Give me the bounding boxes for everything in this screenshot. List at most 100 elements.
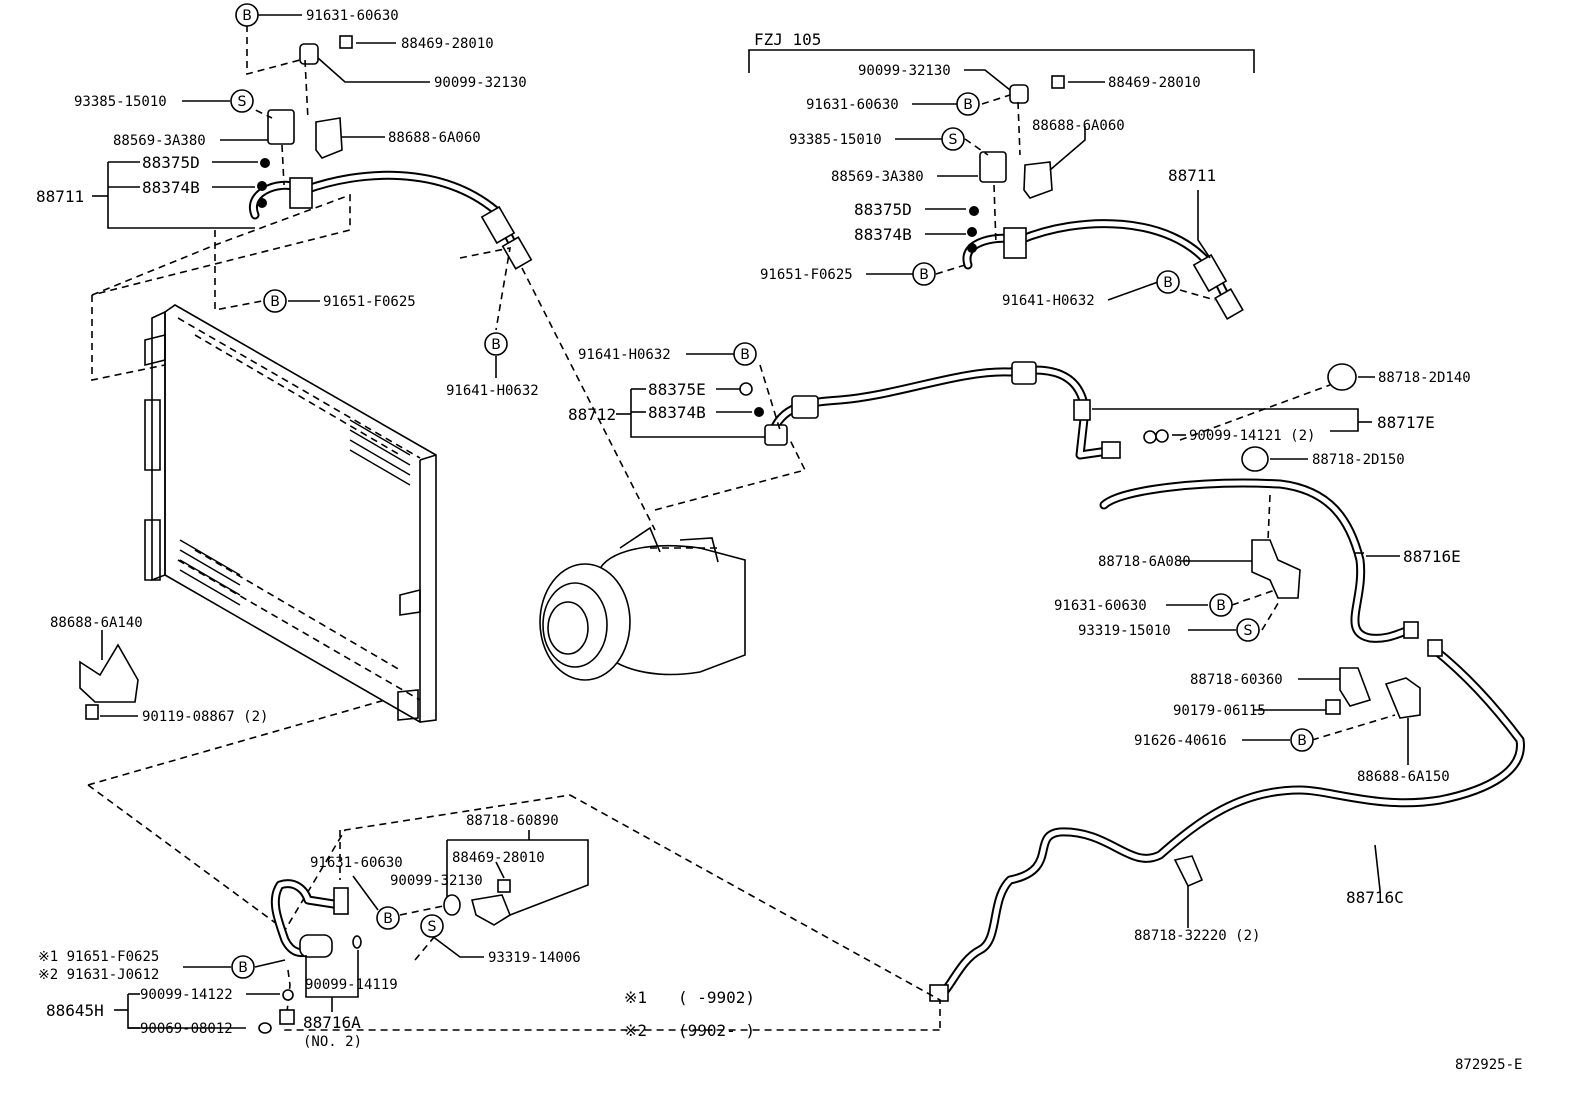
part-label: 91651-F0625 (323, 294, 416, 310)
part-label: 88718-32220 (2) (1134, 928, 1260, 944)
svg-text:S: S (949, 132, 958, 148)
part-label: 88469-28010 (1108, 75, 1201, 91)
part-label: 91631-60630 (806, 97, 899, 113)
b-marker-icon (376, 906, 400, 930)
part-label: 88716C (1346, 888, 1404, 907)
switch-icon (279, 1009, 295, 1025)
b-marker-icon (1156, 270, 1180, 294)
b-marker-icon (235, 3, 259, 27)
part-label: 88469-28010 (452, 850, 545, 866)
bottom-left-pipe-group: B S B 88718-60890 88469-28010 91631-6063… (38, 699, 941, 1050)
svg-text:B: B (1297, 733, 1307, 749)
svg-text:B: B (491, 337, 501, 353)
part-label: 90069-08012 (140, 1021, 233, 1037)
bolt-icon (1051, 75, 1065, 89)
clamp-icon (1339, 667, 1372, 707)
bolt-icon (1325, 699, 1341, 715)
part-label: 91641-H0632 (446, 383, 539, 399)
part-label: 93385-15010 (74, 94, 167, 110)
s-marker-icon (1236, 618, 1260, 642)
part-label: 91626-40616 (1134, 733, 1227, 749)
bolt-icon (339, 35, 353, 49)
svg-text:S: S (428, 919, 437, 935)
nut-icon (1327, 363, 1357, 391)
part-label: 91651-F0625 (760, 267, 853, 283)
part-label: 88688-6A060 (1032, 118, 1125, 134)
part-label: 88569-3A380 (831, 169, 924, 185)
cushion-icon (1009, 84, 1029, 104)
part-label: 91641-H0632 (578, 347, 671, 363)
fzj-105-group: FZJ 105 B S B (748, 30, 1255, 320)
part-label: 90099-32130 (858, 63, 951, 79)
part-label: 88688-6A150 (1357, 769, 1450, 785)
part-label: 88717E (1377, 413, 1435, 432)
part-label: 88718-60890 (466, 813, 559, 829)
b-marker-icon (1290, 728, 1314, 752)
b-marker-icon (1209, 593, 1233, 617)
part-label: 90099-14122 (140, 987, 233, 1003)
part-label: 88569-3A380 (113, 133, 206, 149)
b-marker-icon (263, 289, 287, 313)
condenser: 88688-6A140 90119-08867 (2) (50, 304, 437, 725)
o-ring-icon (1143, 430, 1157, 444)
part-label: 88688-6A060 (388, 130, 481, 146)
o-ring-icon (257, 181, 267, 191)
svg-text:B: B (270, 294, 280, 310)
bolt-icon (85, 704, 99, 720)
hose-fitting-icon (289, 177, 313, 209)
receiver-icon (299, 934, 333, 958)
part-label: 90099-14121 (2) (1189, 428, 1315, 444)
notes: ※1 ( -9902) ※2 (9902- ) (624, 988, 755, 1040)
part-label: 88375E (648, 380, 706, 399)
b-marker-icon (231, 955, 255, 979)
svg-text:B: B (963, 97, 973, 113)
part-label: 91631-60630 (306, 8, 399, 24)
note-range: ( -9902) (678, 988, 755, 1007)
note-mark: ※2 (624, 1021, 647, 1040)
o-ring-icon (352, 935, 362, 949)
part-label: 88374B (854, 225, 912, 244)
svg-text:B: B (242, 8, 252, 24)
part-label: 91631-60630 (310, 855, 403, 871)
compressor-and-discharge-hose: B 91641-H0632 88375E 88712 88374B (521, 267, 1169, 681)
cushion-icon (443, 894, 461, 916)
hose-end-fitting-icon (480, 205, 516, 245)
diagram-id: 872925-E (1455, 1057, 1522, 1073)
right-tube-group: B S B 88718-2D140 88717E 90099-14121 (2)… (929, 363, 1525, 1002)
part-label: 88711 (36, 187, 84, 206)
svg-text:S: S (238, 94, 247, 110)
part-label: 93319-15010 (1078, 623, 1171, 639)
part-label: 88711 (1168, 166, 1216, 185)
s-marker-icon (230, 89, 254, 113)
part-label: 88374B (142, 178, 200, 197)
bracket-icon (1384, 677, 1421, 719)
part-label: 88375D (854, 200, 912, 219)
svg-text:B: B (740, 347, 750, 363)
svg-text:B: B (919, 267, 929, 283)
b-marker-icon (484, 332, 508, 356)
part-label: 90179-06115 (1173, 703, 1266, 719)
part-label: ※1 91651-F0625 (38, 949, 159, 965)
part-label: 91641-H0632 (1002, 293, 1095, 309)
part-label: 88469-28010 (401, 36, 494, 52)
part-label: 93319-14006 (488, 950, 581, 966)
bolt-icon (497, 879, 511, 893)
part-label: 88718-6A080 (1098, 554, 1191, 570)
part-label: 88718-60360 (1190, 672, 1283, 688)
pressure-switch-icon (333, 887, 349, 915)
svg-text:B: B (238, 960, 248, 976)
part-label: 91631-60630 (1054, 598, 1147, 614)
part-label: 88688-6A140 (50, 615, 143, 631)
hose-fitting-icon (764, 424, 788, 446)
bracket-icon (315, 117, 343, 159)
top-left-hose-group: B S B B 91631-60630 88469-28010 90099-32… (36, 3, 539, 399)
part-label: 88716A (303, 1013, 361, 1032)
part-label: 90099-32130 (390, 873, 483, 889)
nut-icon (1241, 446, 1269, 472)
note-mark: ※1 (624, 988, 647, 1007)
bracket-icon (79, 643, 139, 703)
clamp-icon (979, 151, 1007, 183)
part-label: 93385-15010 (789, 132, 882, 148)
part-label: 88718-2D150 (1312, 452, 1405, 468)
part-label: 90099-32130 (434, 75, 527, 91)
